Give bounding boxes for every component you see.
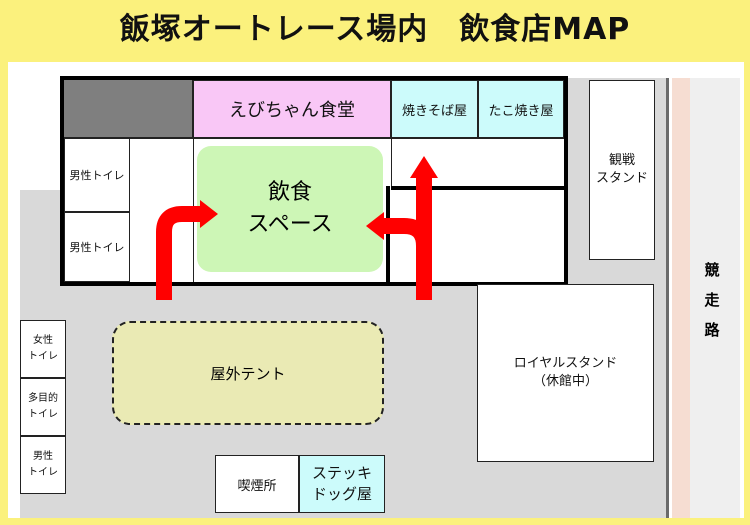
store-steak-dog[interactable]: ステッキ ドッグ屋 bbox=[299, 455, 385, 513]
toilet-multipurpose[interactable]: 多目的 トイレ bbox=[20, 378, 66, 436]
building-wall bbox=[391, 186, 568, 190]
dark-block bbox=[64, 80, 193, 138]
toilet-male-upper-2[interactable]: 男性トイレ bbox=[64, 212, 130, 282]
royal-stand-label: ロイヤルスタンド bbox=[513, 356, 618, 371]
toilet-label: トイレ bbox=[28, 409, 58, 420]
race-track-char: 走 bbox=[704, 291, 720, 309]
arrow-right-path bbox=[382, 218, 432, 247]
smoking-area[interactable]: 喫煙所 bbox=[215, 455, 299, 513]
arrow-up-head bbox=[410, 156, 438, 178]
royal-stand-status: （休館中） bbox=[532, 374, 598, 389]
page-title: 飯塚オートレース場内 飲食店MAP bbox=[119, 12, 631, 47]
toilet-male-lower[interactable]: 男性 トイレ bbox=[20, 436, 66, 494]
race-track-char: 路 bbox=[704, 321, 720, 339]
outdoor-tent[interactable]: 屋外テント bbox=[112, 321, 384, 425]
building-wall bbox=[386, 186, 390, 286]
partition-line bbox=[64, 138, 564, 139]
partition-line bbox=[391, 138, 392, 190]
race-track bbox=[690, 78, 740, 518]
viewing-stand-label: 観戦 bbox=[608, 153, 635, 168]
dining-space-label: 飲食 bbox=[267, 180, 312, 205]
royal-stand[interactable]: ロイヤルスタンド （休館中） bbox=[477, 284, 654, 462]
dining-space-label: スペース bbox=[247, 212, 333, 237]
store-takoyaki[interactable]: たこ焼き屋 bbox=[478, 80, 564, 138]
steak-dog-label: ステッキ bbox=[311, 464, 372, 482]
arrow-left-path bbox=[156, 206, 202, 300]
store-yakisoba[interactable]: 焼きそば屋 bbox=[391, 80, 478, 138]
track-edge bbox=[672, 78, 690, 518]
toilet-male-upper-1[interactable]: 男性トイレ bbox=[64, 138, 130, 212]
arrow-right-head bbox=[366, 212, 384, 240]
toilet-label: 男性 bbox=[33, 451, 53, 462]
race-track-char: 競 bbox=[704, 261, 720, 279]
track-fence-line bbox=[666, 78, 669, 518]
viewing-stand-label: スタンド bbox=[595, 171, 648, 186]
steak-dog-label: ドッグ屋 bbox=[311, 485, 372, 503]
toilet-label: トイレ bbox=[28, 467, 58, 478]
toilet-label: トイレ bbox=[28, 351, 58, 362]
dining-space[interactable]: 飲食 スペース bbox=[197, 146, 383, 272]
toilet-label: 女性 bbox=[33, 335, 53, 346]
arrow-left-head bbox=[200, 200, 218, 228]
race-track-label: 競 走 路 bbox=[694, 240, 730, 360]
store-ebi-chan-shokudo[interactable]: えびちゃん食堂 bbox=[193, 80, 391, 138]
viewing-stand[interactable]: 観戦 スタンド bbox=[589, 80, 655, 260]
toilet-female[interactable]: 女性 トイレ bbox=[20, 320, 66, 378]
toilet-label: 多目的 bbox=[28, 393, 58, 404]
